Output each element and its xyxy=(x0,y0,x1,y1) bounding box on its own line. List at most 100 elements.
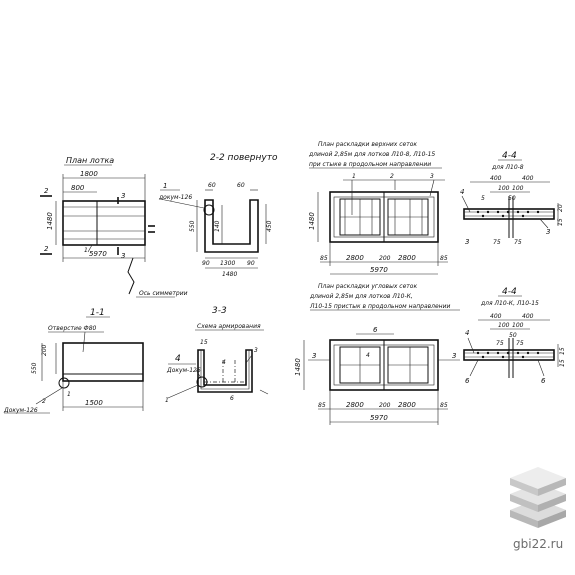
mark-6: 6 xyxy=(230,395,234,402)
section-1-1-mark-2: 2 xyxy=(42,398,46,405)
s44a-mark-4: 4 xyxy=(460,188,464,196)
section-4-4-a-title: 4-4 xyxy=(502,151,517,161)
s44a-dim-75b: 75 xyxy=(514,239,522,246)
section-1-1: 1-1 Отверстие Ф80 200 550 1500 1 2 Докум… xyxy=(3,308,144,414)
s44b-dim-15b: 15 xyxy=(559,359,566,367)
section-4-4-b-title: 4-4 xyxy=(502,287,517,297)
s44b-dim-400b: 400 xyxy=(522,313,534,320)
section-3-3-title: 3-3 xyxy=(212,306,227,316)
top-mesh-mark-1: 1 xyxy=(352,173,356,180)
s44a-dim-100b: 100 xyxy=(512,185,524,192)
top-mesh-dim-e: 85 xyxy=(440,255,448,262)
plan-mark-3-bottom: 3 xyxy=(121,252,125,260)
section-1-1-dim-550: 550 xyxy=(31,362,38,374)
top-mesh-title-3: при стыке в продольном направлении xyxy=(309,161,431,168)
dim-1300: 1300 xyxy=(220,260,235,267)
section-1-1-dim-200: 200 xyxy=(41,344,48,356)
section-2-2-part-no: 1 xyxy=(163,182,167,190)
corner-mesh-mark-3b: 3 xyxy=(452,352,456,360)
section-1-1-title: 1-1 xyxy=(90,308,105,318)
s44a-mark-3b: 3 xyxy=(546,228,550,236)
top-mesh-title-2: длиной 2,85м для лотков Л10-8, Л10-15 xyxy=(308,151,435,158)
section-3-3-subtitle: Схема армирования xyxy=(197,323,261,330)
section-4-4-b-subtitle: для Л10-К, Л10-15 xyxy=(480,300,539,307)
s44b-dim-400a: 400 xyxy=(490,313,502,320)
mark-15: 15 xyxy=(200,339,208,346)
mark-4b: 4 xyxy=(175,354,181,364)
s44b-dim-50: 50 xyxy=(509,332,517,339)
s44b-dim-75b: 75 xyxy=(516,340,524,347)
top-mesh-title-1: План раскладки верхних сеток xyxy=(318,141,417,148)
top-mesh-dim-width: 1480 xyxy=(308,212,316,230)
top-mesh-dim-c: 200 xyxy=(379,255,391,262)
section-4-4-a-subtitle: для Л10-8 xyxy=(491,164,524,171)
corner-mesh-dim-b: 2800 xyxy=(346,401,364,409)
dim-90a: 90 xyxy=(202,260,210,267)
mark-4a: 4 xyxy=(222,359,226,366)
s44b-mark-4: 4 xyxy=(465,329,469,337)
section-3-3: 3-3 Схема армирования 15 3 4 4 Докум-126… xyxy=(165,306,269,404)
s44b-dim-75a: 75 xyxy=(496,340,504,347)
section-3-3-part-label: Докум-126 xyxy=(166,367,201,374)
top-mesh-dim-a: 85 xyxy=(320,255,328,262)
corner-mesh-title-3: Л10-15 пристык в продольном направлении xyxy=(309,303,451,310)
dim-450: 450 xyxy=(266,220,273,232)
dim-1480: 1480 xyxy=(222,271,237,278)
watermark-text: gbi22.ru xyxy=(513,537,564,551)
stacked-slabs-logo-icon xyxy=(510,467,566,528)
plan-corner-mesh: План раскладки угловых сеток длиной 2,85… xyxy=(294,283,460,425)
top-mesh-dim-b: 2800 xyxy=(346,254,364,262)
dim-140: 140 xyxy=(214,220,221,232)
corner-mesh-mark-3a: 3 xyxy=(312,352,316,360)
plan-dim-span: 1800 xyxy=(80,170,98,178)
corner-mesh-dim-c: 200 xyxy=(379,402,391,409)
top-mesh-mark-3: 3 xyxy=(430,173,434,180)
s44b-dim-15a: 15 xyxy=(559,347,566,355)
top-mesh-mark-2: 2 xyxy=(390,173,394,180)
plan-mark-2-top: 2 xyxy=(44,187,49,195)
corner-mesh-dim-a: 85 xyxy=(318,402,326,409)
s44a-mark-3a: 3 xyxy=(465,238,469,246)
top-mesh-dim-d: 2800 xyxy=(398,254,416,262)
section-4-4-a: 4-4 для Л10-8 400 400 100 100 5 50 4 3 3… xyxy=(460,151,564,246)
s44a-dim-20: 20 xyxy=(557,204,564,212)
s44b-mark-6b: 6 xyxy=(541,377,546,385)
plan-mark-3-top: 3 xyxy=(121,192,125,200)
corner-mesh-title-1: План раскладки угловых сеток xyxy=(318,283,417,290)
mark-1: 1 xyxy=(165,397,169,404)
plan-dim-total: 5970 xyxy=(89,250,107,258)
plan-mark-1: 1 xyxy=(84,247,88,254)
dim-90b: 90 xyxy=(247,260,255,267)
s44a-dim-100a: 100 xyxy=(498,185,510,192)
hole-label: Отверстие Ф80 xyxy=(48,325,97,332)
corner-mesh-dim-e: 85 xyxy=(440,402,448,409)
section-2-2: 2-2 повернуто 1 докум-126 60 60 140 550 … xyxy=(158,153,278,278)
corner-mesh-dim-width: 1480 xyxy=(294,358,302,376)
section-1-1-part-label: Докум-126 xyxy=(3,407,38,414)
corner-mesh-mark-6: 6 xyxy=(373,326,378,334)
s44a-dim-400b: 400 xyxy=(522,175,534,182)
corner-mesh-dim-total: 5970 xyxy=(370,414,388,422)
s44a-dim-75a: 75 xyxy=(493,239,501,246)
plan-title: План лотка xyxy=(66,156,114,165)
section-1-1-dim-1500: 1500 xyxy=(85,399,103,407)
symmetry-axis: Ось симметрии xyxy=(127,257,188,298)
mark-3: 3 xyxy=(254,347,258,354)
section-1-1-mark-1: 1 xyxy=(67,391,71,398)
s44b-dim-100a: 100 xyxy=(498,322,510,329)
dim-60b: 60 xyxy=(237,182,245,189)
s44a-mark-5: 5 xyxy=(481,195,485,202)
s44a-dim-400a: 400 xyxy=(490,175,502,182)
corner-mesh-mark-4: 4 xyxy=(366,352,370,359)
plan-view: План лотка 1800 800 5970 1480 2 2 3 3 xyxy=(40,156,155,262)
dim-60a: 60 xyxy=(208,182,216,189)
s44b-dim-100b: 100 xyxy=(512,322,524,329)
s44b-mark-6a: 6 xyxy=(465,377,470,385)
s44a-dim-50: 50 xyxy=(508,195,516,202)
s44a-dim-15: 15 xyxy=(557,218,564,226)
plan-top-mesh: План раскладки верхних сеток длиной 2,85… xyxy=(308,141,448,275)
axis-label: Ось симметрии xyxy=(139,290,188,297)
dim-550: 550 xyxy=(189,220,196,232)
plan-mark-2-bottom: 2 xyxy=(44,245,49,253)
corner-mesh-title-2: длиной 2,85м для лотков Л10-К, xyxy=(309,293,413,300)
